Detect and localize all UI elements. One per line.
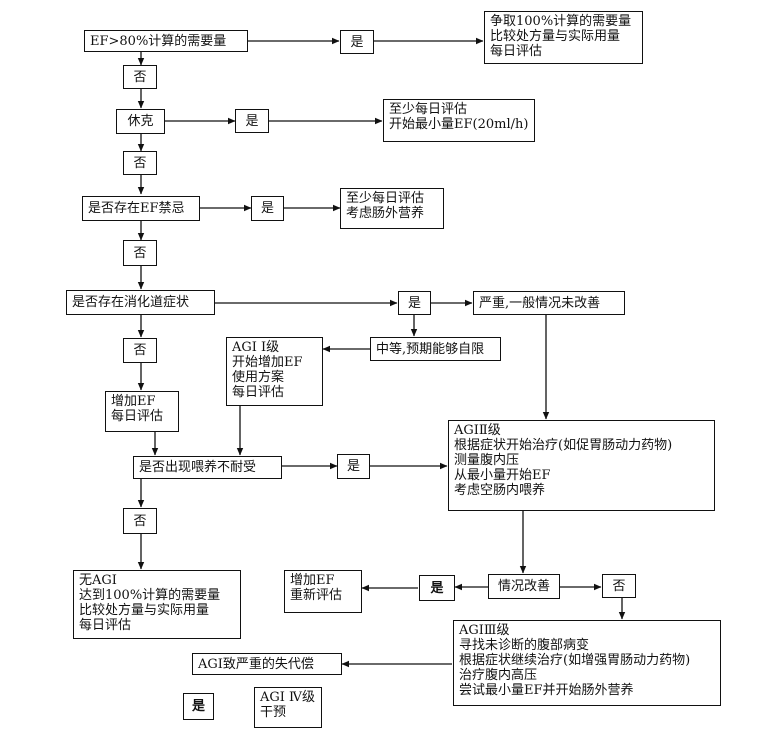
gi-symptoms-box: 是否存在消化道症状 — [66, 290, 215, 315]
yes-box-1: 是 — [340, 30, 374, 54]
increase-ef-reassess-box: 增加EF 重新评估 — [284, 570, 362, 613]
minEF-box: 至少每日评估 开始最小量EF(20ml/h) — [383, 99, 535, 142]
agi-grade3-box: AGIⅢ级 寻找未诊断的腹部病变 根据症状继续治疗(如增强胃肠动力药物) 治疗腹… — [453, 620, 721, 706]
no-box-2: 否 — [123, 151, 157, 175]
improved-box: 情况改善 — [488, 574, 560, 599]
no-box-1: 否 — [123, 65, 157, 89]
ef80-box: EF>80%计算的需要量 — [84, 30, 248, 52]
consider-pn-box: 至少每日评估 考虑肠外营养 — [340, 188, 444, 229]
yes-box-3: 是 — [251, 196, 284, 221]
no-box-3: 否 — [123, 240, 157, 266]
shock-box: 休克 — [116, 109, 165, 134]
yes-box-5: 是 — [337, 454, 370, 479]
yes-box-2: 是 — [235, 109, 269, 133]
severe-box: 严重,一般情况未改善 — [473, 291, 625, 315]
no-box-5: 否 — [123, 508, 157, 534]
agi-grade1-box: AGI Ⅰ级 开始增加EF 使用方案 每日评估 — [226, 337, 323, 406]
increase-ef-box: 增加EF 每日评估 — [105, 391, 179, 432]
moderate-box: 中等,预期能够自限 — [370, 337, 501, 361]
agi-grade4-box: AGI Ⅳ级 干预 — [254, 687, 322, 728]
yes-box-6: 是 — [419, 575, 455, 601]
yes-box-7: 是 — [183, 693, 214, 720]
no-box-6: 否 — [602, 574, 636, 598]
no-agi-box: 无AGI 达到100%计算的需要量 比较处方量与实际用量 每日评估 — [73, 570, 241, 639]
yes-box-4: 是 — [398, 291, 431, 315]
goal100-box: 争取100%计算的需要量 比较处方量与实际用量 每日评估 — [484, 11, 643, 64]
feeding-intolerance-box: 是否出现喂养不耐受 — [133, 456, 282, 479]
severe-decompensation-box: AGI致严重的失代偿 — [192, 653, 342, 675]
agi-grade2-box: AGIⅡ级 根据症状开始治疗(如促胃肠动力药物) 测量腹内压 从最小量开始EF … — [448, 420, 715, 511]
ef-contraindication-box: 是否存在EF禁忌 — [82, 196, 200, 221]
no-box-4: 否 — [123, 338, 157, 363]
